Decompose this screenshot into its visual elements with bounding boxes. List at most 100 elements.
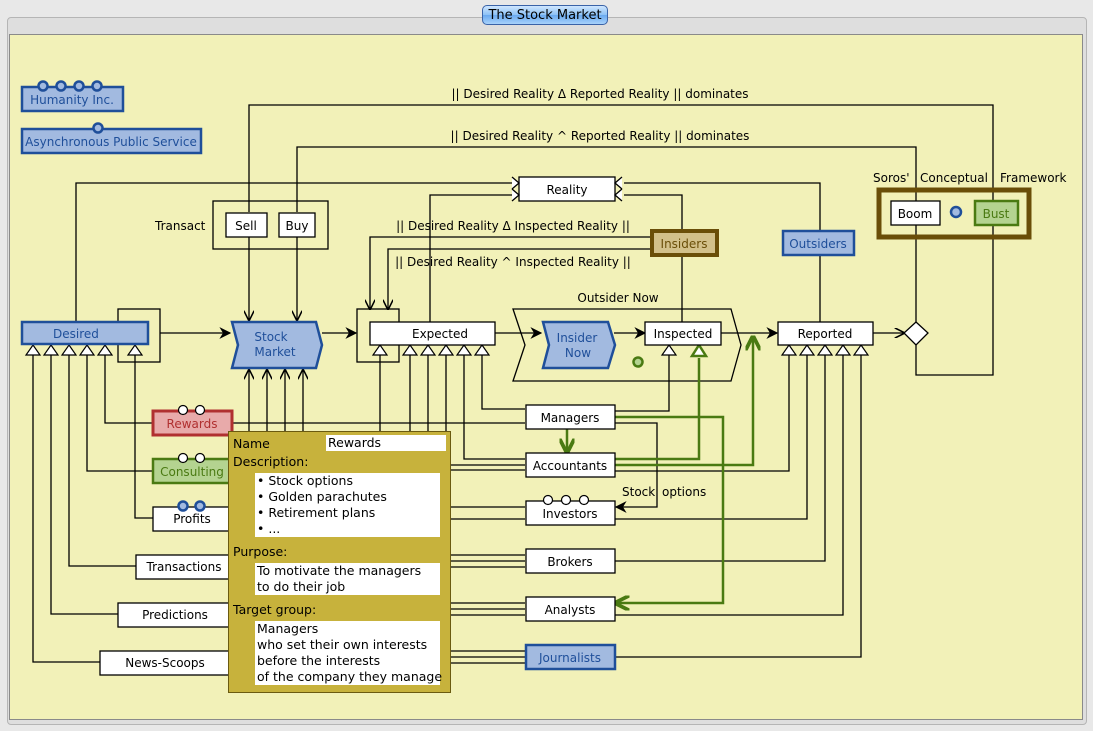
target-line: who set their own interests <box>257 637 428 652</box>
generalization-triangle-icon <box>660 343 678 356</box>
target-group-label: Target group: <box>233 602 317 617</box>
node-insiders[interactable]: Insiders <box>650 229 719 257</box>
svg-text:Managers: Managers <box>541 411 600 425</box>
generalization-triangle-icon <box>419 343 437 356</box>
framework-label: Framework <box>1000 171 1066 185</box>
node-bust[interactable]: Bust <box>973 199 1020 227</box>
svg-text:Predictions: Predictions <box>142 608 208 622</box>
description-label: Description: <box>233 454 309 469</box>
generalization-triangles <box>24 342 870 358</box>
purpose-field[interactable]: To motivate the managers to do their job <box>255 563 440 595</box>
node-journalists[interactable]: Journalists <box>524 643 617 671</box>
svg-text:Insiders: Insiders <box>661 237 708 251</box>
node-outsiders[interactable]: Outsiders <box>781 229 856 257</box>
green-connectors <box>567 337 753 603</box>
node-analysts[interactable]: Analysts <box>525 596 616 622</box>
inner-rule-2: || Desired Reality ^ Inspected Reality |… <box>395 255 631 269</box>
svg-text:Market: Market <box>254 345 296 359</box>
node-rewards[interactable]: Rewards <box>151 404 234 437</box>
svg-text:Now: Now <box>565 346 591 360</box>
port-icon <box>949 205 963 219</box>
svg-text:Inspected: Inspected <box>654 327 713 341</box>
generalization-triangle-icon <box>473 343 491 356</box>
svg-text:Boom: Boom <box>898 207 933 221</box>
purpose-line: To motivate the managers <box>257 563 422 578</box>
description-item: • Golden parachutes <box>257 489 387 504</box>
target-line: Managers <box>257 621 319 636</box>
target-line: before the interests <box>257 653 381 668</box>
green-generalization-triangle-icon <box>689 342 709 358</box>
generalization-triangle-icon <box>401 343 419 356</box>
svg-text:Analysts: Analysts <box>545 603 596 617</box>
node-predictions[interactable]: Predictions <box>117 602 233 628</box>
svg-text:Transactions: Transactions <box>146 560 222 574</box>
svg-text:Accountants: Accountants <box>533 459 607 473</box>
stock-options-label-2: options <box>662 485 706 499</box>
node-managers[interactable]: Managers <box>525 404 616 430</box>
node-consulting[interactable]: Consulting <box>151 452 234 485</box>
target-line: of the company they manage <box>257 669 443 684</box>
top-rule-1: || Desired Reality Δ Reported Reality ||… <box>451 87 748 101</box>
generalization-triangle-icon <box>455 343 473 356</box>
legend-humanity-inc[interactable]: Humanity Inc. <box>20 80 125 113</box>
svg-text:Bust: Bust <box>983 207 1010 221</box>
svg-text:Stock: Stock <box>254 330 287 344</box>
svg-text:Buy: Buy <box>286 219 309 233</box>
target-group-field[interactable]: Managers who set their own interests bef… <box>255 621 443 685</box>
node-boom[interactable]: Boom <box>890 200 941 226</box>
generalization-triangle-icon <box>78 343 96 356</box>
svg-text:Sell: Sell <box>235 219 257 233</box>
decision-diamond[interactable] <box>903 321 929 346</box>
conceptual-label: Conceptual <box>920 171 988 185</box>
generalization-triangle-icon <box>126 343 144 356</box>
node-stock-market[interactable]: Stock Market <box>230 320 324 370</box>
generalization-triangle-icon <box>60 343 78 356</box>
svg-text:Reality: Reality <box>546 183 587 197</box>
properties-panel[interactable]: Name Rewards Description: • Stock option… <box>228 431 451 693</box>
node-expected[interactable]: Expected <box>369 321 496 346</box>
description-item: • ... <box>257 521 281 536</box>
description-field[interactable]: • Stock options • Golden parachutes • Re… <box>255 473 440 537</box>
inner-rule-1: || Desired Reality Δ Inspected Reality |… <box>396 219 630 233</box>
generalization-triangle-icon <box>42 343 60 356</box>
node-reality[interactable]: Reality <box>511 176 623 202</box>
node-insider-now[interactable]: Insider Now <box>541 320 617 370</box>
node-accountants[interactable]: Accountants <box>525 452 616 478</box>
purpose-label: Purpose: <box>233 544 288 559</box>
purpose-line: to do their job <box>257 579 346 594</box>
soros-label: Soros' <box>873 171 910 185</box>
generalization-triangle-icon <box>780 343 798 356</box>
node-reported[interactable]: Reported <box>777 321 874 346</box>
node-transactions[interactable]: Transactions <box>135 554 233 580</box>
svg-text:Brokers: Brokers <box>547 555 592 569</box>
node-profits[interactable]: Profits <box>152 500 233 532</box>
svg-text:News-Scoops: News-Scoops <box>125 656 205 670</box>
generalization-triangle-icon <box>798 343 816 356</box>
generalization-triangle-icon <box>371 343 389 356</box>
node-inspected[interactable]: Inspected <box>644 321 722 346</box>
svg-text:Reported: Reported <box>798 327 853 341</box>
node-news-scoops[interactable]: News-Scoops <box>99 650 233 676</box>
svg-text:Journalists: Journalists <box>538 651 601 665</box>
window-title[interactable]: The Stock Market <box>482 5 608 25</box>
generalization-triangle-icon <box>834 343 852 356</box>
humanity-label: Humanity Inc. <box>30 93 114 107</box>
svg-text:Profits: Profits <box>173 512 211 526</box>
node-investors[interactable]: Investors <box>525 494 616 526</box>
name-field[interactable]: Rewards <box>326 435 446 451</box>
svg-text:Insider: Insider <box>557 331 598 345</box>
node-sell[interactable]: Sell <box>225 212 268 238</box>
svg-text:Rewards: Rewards <box>167 417 218 431</box>
green-port-icon <box>632 356 644 368</box>
generalization-triangle-icon <box>437 343 455 356</box>
transact-label: Transact <box>154 219 206 233</box>
svg-text:Expected: Expected <box>412 327 468 341</box>
legend-public-service[interactable]: Asynchronous Public Service <box>20 122 203 155</box>
node-desired[interactable]: Desired <box>20 320 150 346</box>
node-brokers[interactable]: Brokers <box>525 548 616 574</box>
top-rule-2: || Desired Reality ^ Reported Reality ||… <box>451 129 750 143</box>
node-buy[interactable]: Buy <box>278 212 316 238</box>
stock-options-label-1: Stock <box>622 485 655 499</box>
soros-framework-group[interactable]: Boom Bust <box>876 187 1032 240</box>
